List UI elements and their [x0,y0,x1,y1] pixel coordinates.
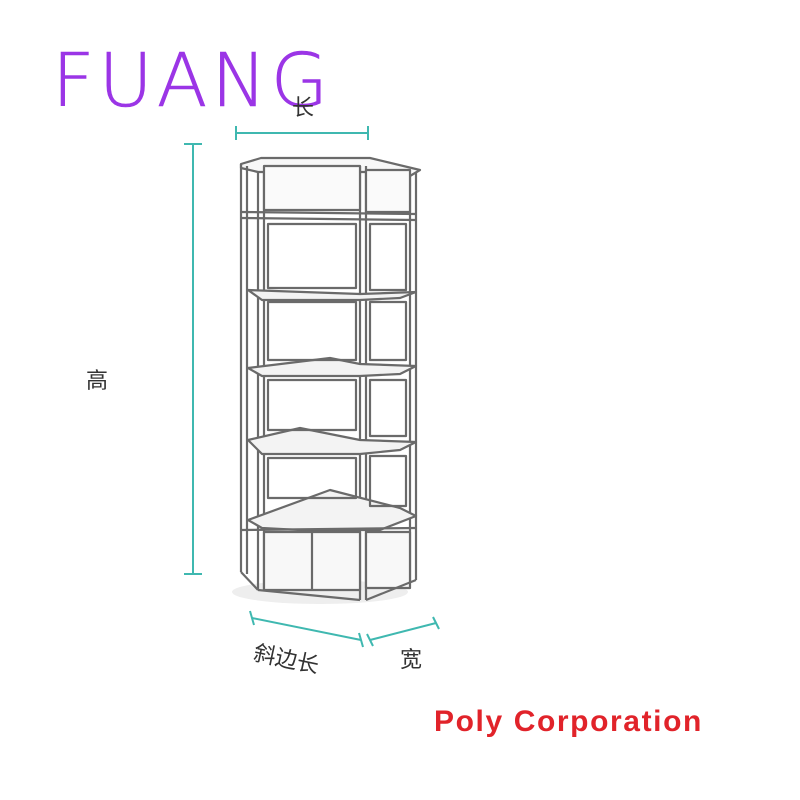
width-label: 宽 [400,648,423,673]
height-label: 高 [86,369,109,394]
dimension-lines [184,126,440,648]
width-dimension-line [369,622,437,641]
company-name: Poly Corporation [434,705,703,738]
length-label: 长 [292,96,315,121]
corner-display-cabinet [239,156,422,602]
diagonal-length-dimension-line [251,617,362,641]
brand-logo: FUANG [52,38,333,124]
